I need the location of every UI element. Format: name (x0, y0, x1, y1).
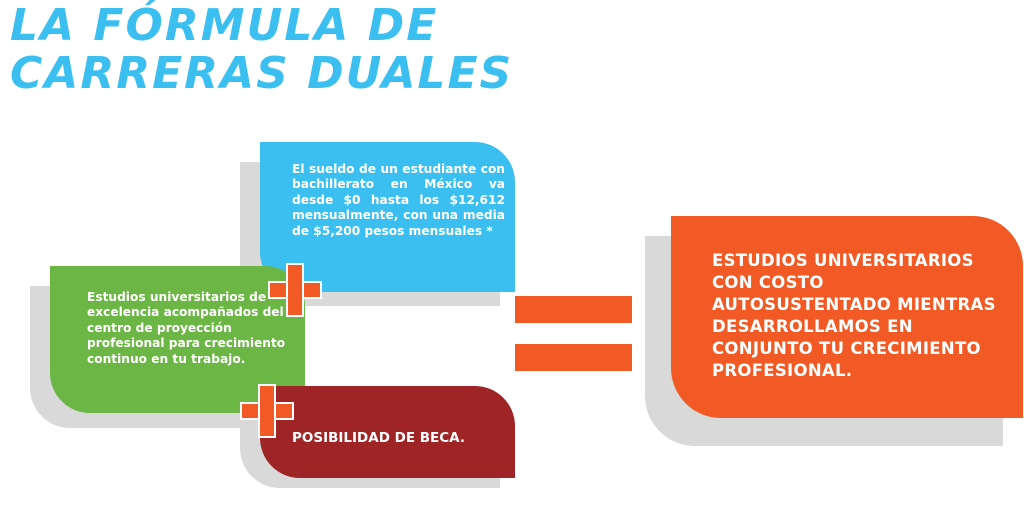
plus-icon (268, 263, 322, 317)
result-text: ESTUDIOS UNIVERSITARIOS CON COSTO AUTOSU… (712, 251, 996, 380)
scholarship-card: POSIBILIDAD DE BECA. (260, 386, 515, 478)
title-line-1: LA FÓRMULA DE (10, 0, 439, 51)
scholarship-text: POSIBILIDAD DE BECA. (292, 430, 465, 446)
studies-text: Estudios universitarios de excelencia ac… (87, 290, 286, 366)
equals-bar-top (515, 296, 632, 323)
result-card: ESTUDIOS UNIVERSITARIOS CON COSTO AUTOSU… (671, 216, 1023, 418)
plus-icon (240, 384, 294, 438)
page-title: LA FÓRMULA DE CARRERAS DUALES (10, 2, 513, 98)
salary-text: El sueldo de un estudiante con bachiller… (292, 162, 505, 238)
title-line-2: CARRERAS DUALES (10, 48, 514, 99)
equals-bar-bottom (515, 344, 632, 371)
